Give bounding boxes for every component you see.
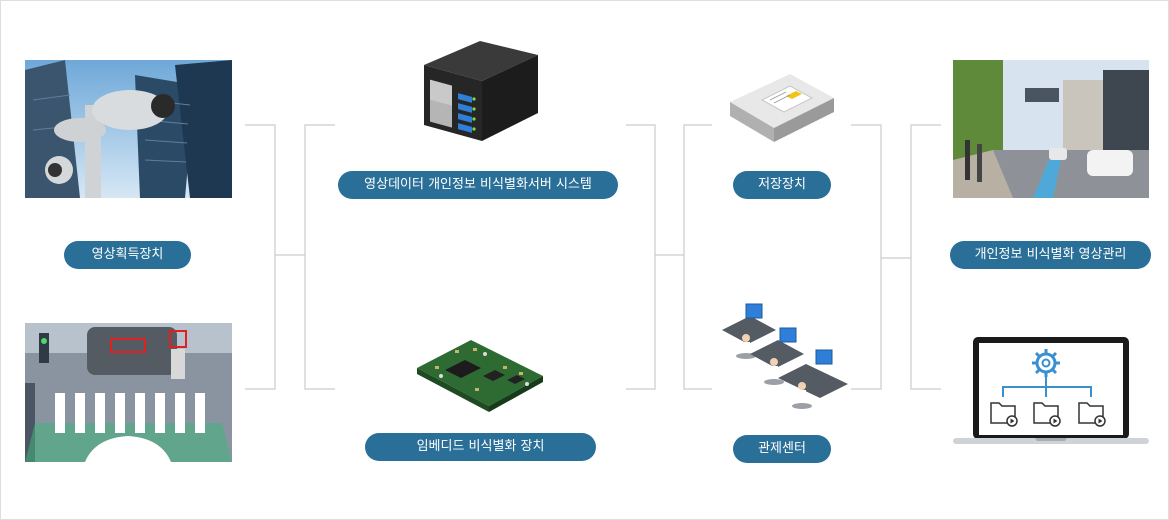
- hard-disk-drive-icon: [728, 72, 836, 144]
- capture-device-label: 영상획득장치: [64, 241, 191, 269]
- embedded-board-icon: [415, 336, 545, 414]
- managed-video-label: 개인정보 비식별화 영상관리: [950, 241, 1151, 269]
- cctv-camera-photo: [25, 60, 232, 198]
- storage-label: 저장장치: [733, 171, 831, 199]
- laptop-video-folders-icon: [953, 335, 1149, 447]
- embedded-device-label: 임베디드 비식별화 장치: [365, 433, 596, 461]
- pedestrian-crosswalk-illustration: [25, 323, 232, 462]
- gear-icon: [1032, 349, 1060, 377]
- control-center-label: 관제센터: [733, 435, 831, 463]
- control-center-desks-icon: [718, 300, 852, 412]
- street-photo: [953, 60, 1149, 198]
- deid-server-label: 영상데이터 개인정보 비식별화서버 시스템: [338, 171, 618, 199]
- server-rack-icon: [420, 33, 540, 143]
